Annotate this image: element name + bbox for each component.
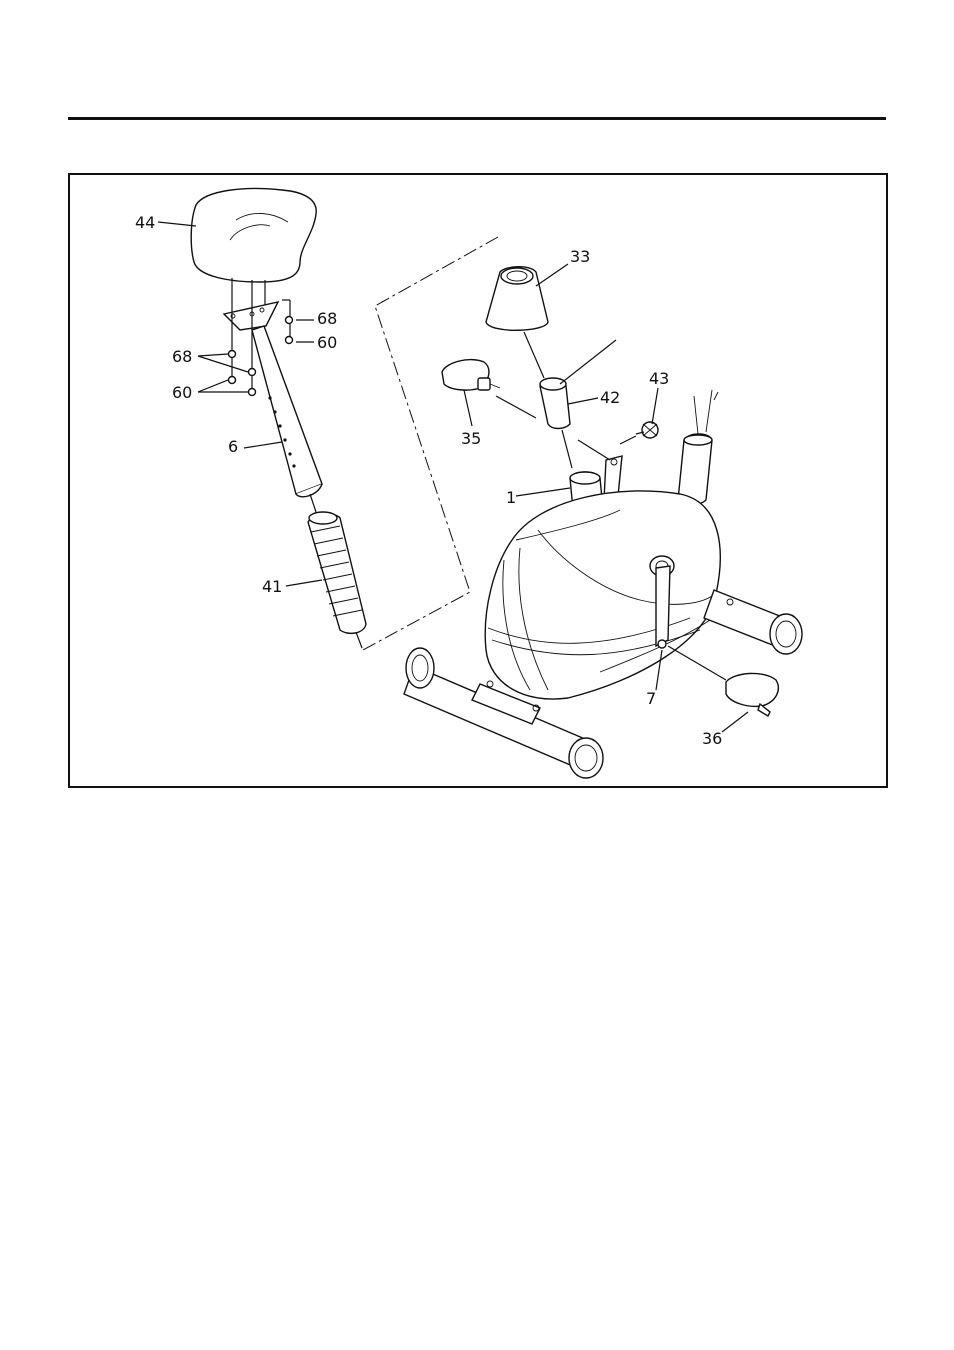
callout-seat-post: 6 <box>228 437 238 456</box>
callout-spring-cover: 41 <box>262 577 282 596</box>
callout-frame: 1 <box>506 488 516 507</box>
frame-part <box>485 434 720 699</box>
callout-washer-right: 68 <box>317 309 337 328</box>
rear-stabiliser-part <box>704 590 802 654</box>
nut-right-part <box>286 337 293 344</box>
knob-part <box>636 422 658 438</box>
seat-post-part <box>252 326 322 497</box>
washer-right-part <box>286 317 293 324</box>
pedal-right-part <box>726 673 778 716</box>
washer-left-part-a <box>229 351 236 358</box>
callout-seat: 44 <box>135 213 155 232</box>
bushing-part <box>540 378 570 429</box>
callout-nut-right: 60 <box>317 333 337 352</box>
callout-pedal-left: 35 <box>461 429 481 448</box>
washer-left-part-b <box>249 369 256 376</box>
callout-knob: 43 <box>649 369 669 388</box>
callout-bushing: 42 <box>600 388 620 407</box>
handlebar-cover-part <box>486 267 548 331</box>
seat-part <box>191 189 316 308</box>
callout-handlebar-cover: 33 <box>570 247 590 266</box>
crank-part <box>656 566 670 646</box>
spring-cover-part <box>308 512 366 633</box>
nut-left-part-a <box>229 377 236 384</box>
callout-pedal-right: 36 <box>702 729 722 748</box>
callout-crank: 7 <box>646 689 656 708</box>
callout-nut-left: 60 <box>172 383 192 402</box>
pedal-left-part <box>442 360 500 390</box>
sensor-cable <box>694 390 718 434</box>
callout-washer-left: 68 <box>172 347 192 366</box>
nut-left-part-b <box>249 389 256 396</box>
